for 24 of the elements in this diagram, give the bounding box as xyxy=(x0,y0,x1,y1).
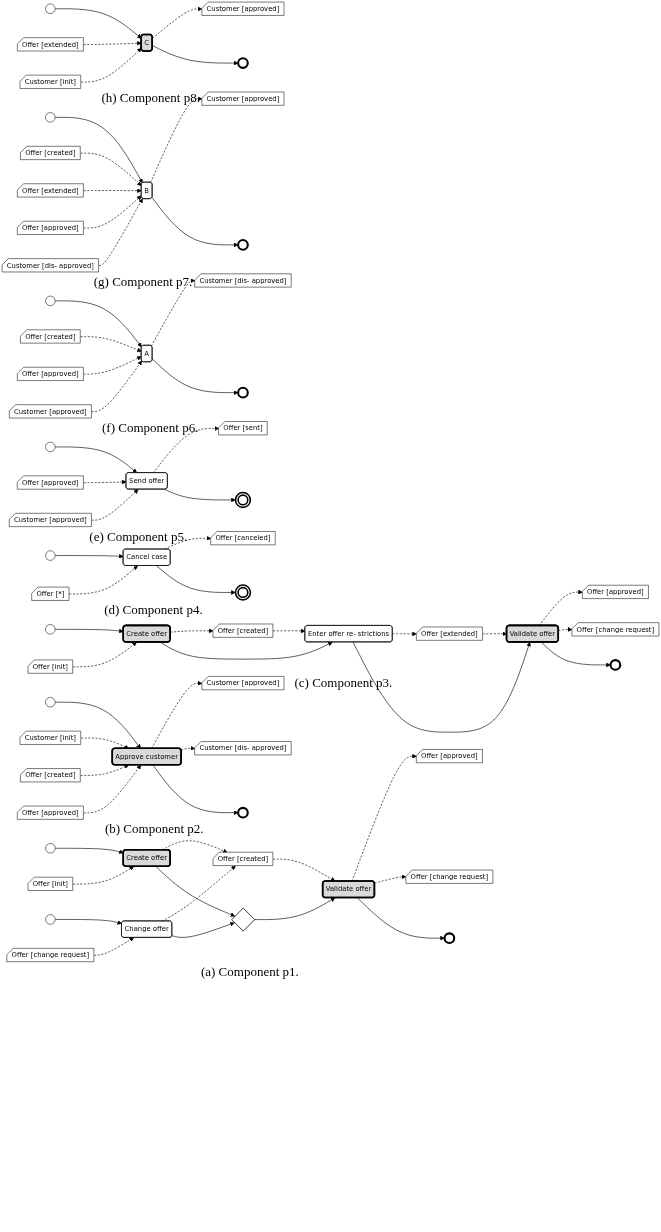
node-circle xyxy=(45,295,56,306)
node-circle xyxy=(237,806,249,819)
node-circle xyxy=(45,550,56,561)
node-circle xyxy=(45,112,56,123)
figure-caption: (d) Component p4. xyxy=(104,602,203,619)
node-circle xyxy=(45,914,56,925)
figure-caption: (b) Component p2. xyxy=(104,821,204,838)
node-circle xyxy=(45,441,56,452)
node-circle xyxy=(237,386,249,399)
node-circle xyxy=(45,3,56,14)
figure-caption: (f) Component p6. xyxy=(102,420,199,437)
figure-caption: (c) Component p3. xyxy=(294,675,393,692)
figure-caption: (e) Component p5. xyxy=(89,528,188,545)
node-diamond xyxy=(231,907,256,932)
node-circle xyxy=(237,57,249,69)
node-circle xyxy=(45,843,56,854)
figure-caption: (a) Component p1. xyxy=(200,963,299,980)
figure-caption: (h) Component p8. xyxy=(101,90,200,107)
node-circle xyxy=(237,239,249,251)
node-circle xyxy=(443,932,456,945)
node-circle xyxy=(609,659,622,671)
figure-caption: (g) Component p7. xyxy=(93,273,193,290)
node-circle xyxy=(45,697,56,708)
node-circle xyxy=(45,624,56,635)
